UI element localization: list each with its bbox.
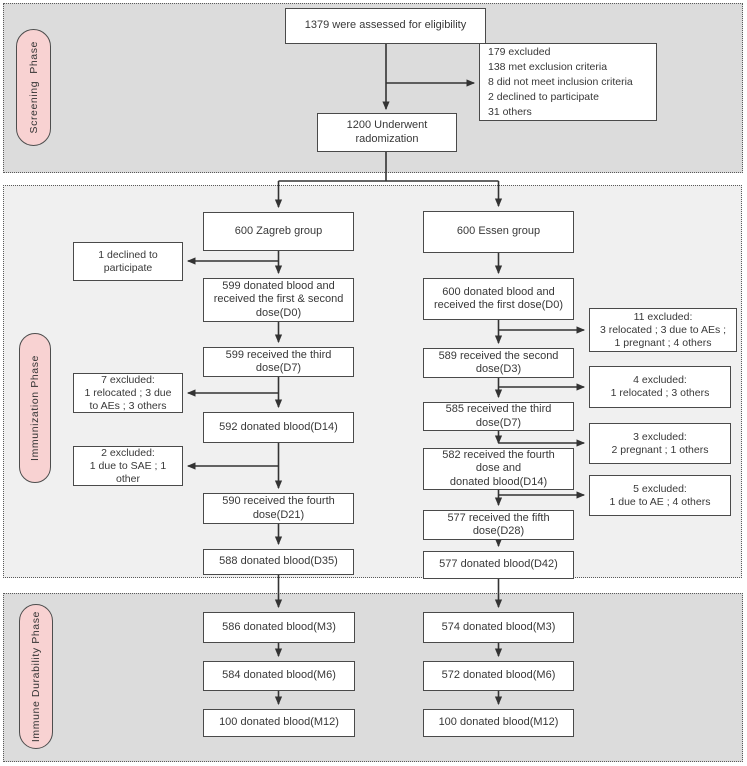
durability-phase-section (3, 593, 743, 762)
box-assessed: 1379 were assessed for eligibility (285, 8, 486, 44)
screening-phase-label: Screening Phase (16, 29, 51, 146)
box-essen-excluded5: 5 excluded: 1 due to AE ; 4 others (589, 475, 731, 516)
box-essen-m3: 574 donated blood(M3) (423, 612, 574, 643)
box-essen-excluded11: 11 excluded: 3 relocated ; 3 due to AEs … (589, 308, 737, 352)
box-zagreb-d14: 592 donated blood(D14) (203, 412, 354, 443)
durability-phase-label: Immune Durability Phase (19, 604, 53, 749)
box-screening-excluded: 179 excluded 138 met exclusion criteria … (479, 43, 657, 121)
box-zagreb-excluded7: 7 excluded: 1 relocated ; 3 due to AEs ;… (73, 373, 183, 413)
box-zagreb-excluded2: 2 excluded: 1 due to SAE ; 1 other (73, 446, 183, 486)
box-zagreb-group: 600 Zagreb group (203, 212, 354, 251)
box-zagreb-d21: 590 received the fourth dose(D21) (203, 493, 354, 524)
box-zagreb-declined: 1 declined to participate (73, 242, 183, 281)
box-zagreb-d35: 588 donated blood(D35) (203, 549, 354, 575)
box-essen-m6: 572 donated blood(M6) (423, 661, 574, 691)
box-essen-d28: 577 received the fifth dose(D28) (423, 510, 574, 540)
box-zagreb-m6: 584 donated blood(M6) (203, 661, 355, 691)
box-zagreb-m3: 586 donated blood(M3) (203, 612, 355, 643)
box-essen-m12: 100 donated blood(M12) (423, 709, 574, 737)
box-essen-excluded3: 3 excluded: 2 pregnant ; 1 others (589, 423, 731, 464)
box-zagreb-d7: 599 received the third dose(D7) (203, 347, 354, 377)
box-zagreb-m12: 100 donated blood(M12) (203, 709, 355, 737)
box-essen-d0: 600 donated blood and received the first… (423, 278, 574, 320)
box-zagreb-d0: 599 donated blood and received the first… (203, 278, 354, 322)
box-essen-d7: 585 received the third dose(D7) (423, 402, 574, 431)
immunization-phase-label: Immunization Phase (19, 333, 51, 483)
box-essen-group: 600 Essen group (423, 211, 574, 253)
box-essen-d14: 582 received the fourth dose and donated… (423, 448, 574, 490)
box-essen-d3: 589 received the second dose(D3) (423, 348, 574, 378)
box-essen-excluded4: 4 excluded: 1 relocated ; 3 others (589, 366, 731, 408)
box-randomized: 1200 Underwent radomization (317, 113, 457, 152)
box-essen-d42: 577 donated blood(D42) (423, 551, 574, 579)
